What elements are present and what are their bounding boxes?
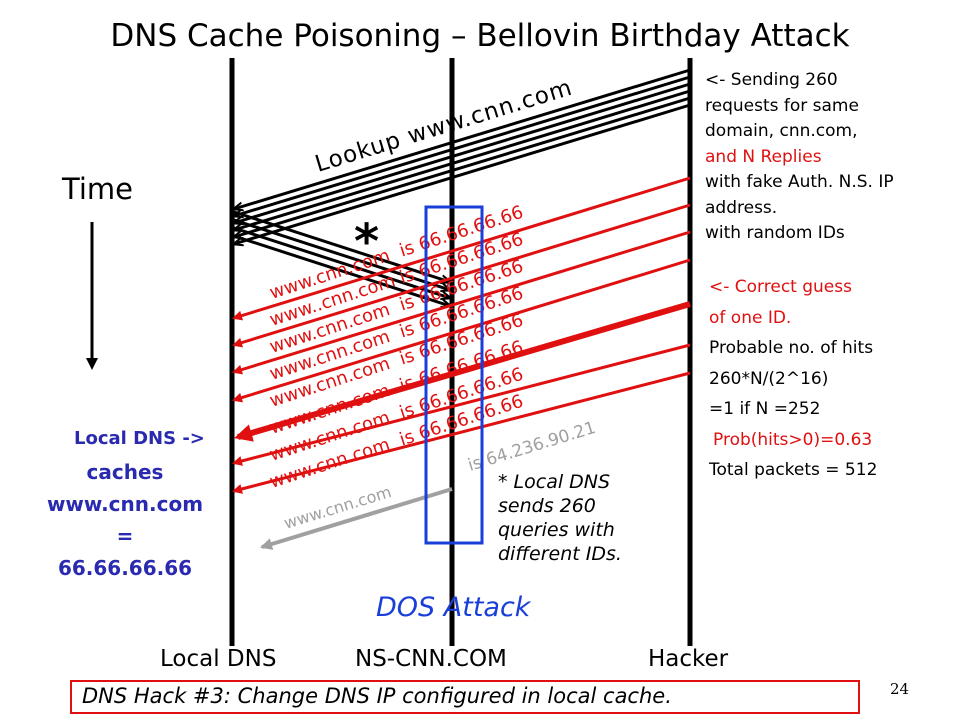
fake-reply-arrow: [232, 258, 691, 403]
real-reply-arrow: [260, 487, 453, 550]
hacker-note-line: and N Replies: [705, 146, 822, 167]
guess-note-line: Total packets = 512: [709, 460, 878, 480]
guess-note-line: Probable no. of hits: [709, 338, 874, 358]
hacker-note-line: <- Sending 260: [705, 70, 838, 90]
lookup-label: Lookup www.cnn.com: [312, 75, 575, 178]
fake-replies: [232, 176, 691, 494]
time-label: Time: [62, 172, 133, 206]
guess-note-line: <- Correct guess: [709, 277, 852, 297]
local-note-line: different IDs.: [498, 543, 622, 565]
caches-line: =: [116, 524, 134, 548]
caches-line: caches: [86, 460, 164, 484]
footer-box: [70, 680, 860, 714]
hacker-note-line: with fake Auth. N.S. IP: [705, 172, 894, 192]
lookup-request-arrow: [234, 68, 691, 209]
hacker-note-line: with random IDs: [705, 223, 845, 243]
fake-reply-arrow-correct: [234, 301, 691, 442]
query-arrow: [233, 218, 450, 290]
caches-line: 66.66.66.66: [57, 556, 193, 580]
query-arrow: [233, 210, 450, 282]
node-label-hacker: Hacker: [648, 646, 729, 672]
star-marker: *: [354, 214, 379, 270]
hacker-note-line: requests for same: [705, 95, 859, 116]
lookup-request-arrow: [234, 103, 691, 244]
hacker-note-line: domain, cnn.com,: [705, 121, 858, 141]
query-arrow: [233, 234, 450, 306]
lookup-request-arrow: [234, 89, 691, 230]
local-note-line: * Local DNS: [498, 471, 611, 493]
local-dns-note: * Local DNS sends 260 queries with diffe…: [498, 470, 622, 566]
hacker-notes: <- Sending 260 requests for same domain,…: [705, 68, 894, 247]
time-arrow-head: [86, 358, 98, 370]
lookup-requests: [234, 68, 691, 244]
footer-text: DNS Hack #3: Change DNS IP configured in…: [82, 684, 672, 708]
guess-note-line: =1 if N =252: [709, 399, 821, 419]
fake-reply-arrow: [232, 230, 691, 375]
node-label-ns-cnn: NS-CNN.COM: [355, 646, 507, 672]
fake-reply-arrow: [232, 203, 691, 348]
query-arrow: [233, 226, 450, 298]
local-note-line: sends 260: [498, 495, 596, 517]
fake-reply-arrow: [232, 371, 691, 494]
caches-line: www.cnn.com: [46, 492, 204, 516]
guess-note-line: of one ID.: [709, 307, 792, 328]
local-note-line: queries with: [498, 519, 615, 541]
lookup-request-arrow: [234, 82, 691, 223]
lookup-request-arrow: [234, 75, 691, 216]
hacker-note-line: address.: [705, 197, 778, 218]
page-title: DNS Cache Poisoning – Bellovin Birthday …: [110, 18, 850, 54]
guess-note-line: 260*N/(2^16): [709, 368, 829, 389]
page-number: 24: [890, 680, 910, 698]
guess-note-line: Prob(hits>0)=0.63: [713, 429, 873, 450]
local-dns-arrow-label: Local DNS ->: [74, 428, 205, 449]
node-label-local-dns: Local DNS: [160, 646, 277, 672]
fake-reply-arrow: [232, 176, 691, 321]
highlight-box: [424, 205, 484, 545]
guess-notes: <- Correct guess of one ID. Probable no.…: [709, 272, 877, 486]
caches-block: caches www.cnn.com = 66.66.66.66: [20, 456, 230, 584]
dos-attack-label: DOS Attack: [376, 592, 531, 623]
lookup-request-arrow: [234, 96, 691, 237]
local-dns-queries: [233, 210, 450, 306]
fake-reply-arrow: [232, 343, 691, 466]
